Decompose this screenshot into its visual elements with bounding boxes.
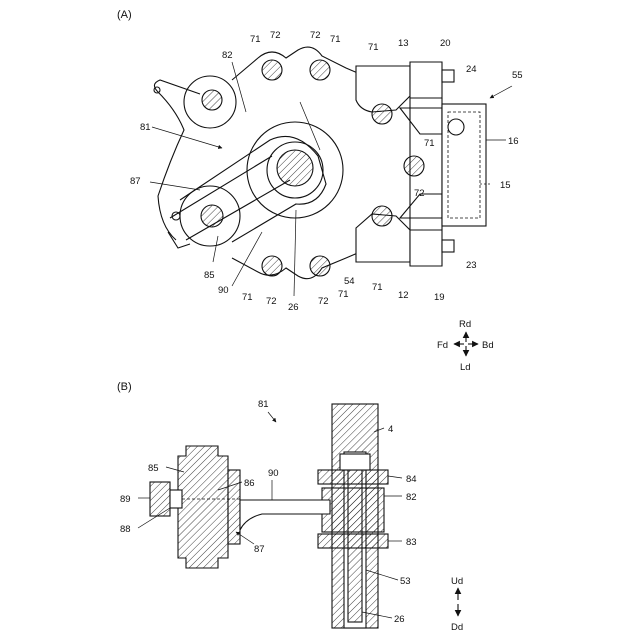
label-89: 89 [120,494,131,505]
compass-down: Dd [451,622,463,633]
label-71: 71 [338,289,349,300]
label-72: 72 [310,30,321,41]
label-72: 72 [318,296,329,307]
label-53: 53 [400,576,411,587]
label-23: 23 [466,260,477,271]
label-15: 15 [500,180,511,191]
arm-90 [240,500,330,530]
label-19: 19 [434,292,445,303]
label-16: 16 [508,136,519,147]
label-71: 71 [368,42,379,53]
panel-a: (A) [117,9,523,373]
unit-16 [442,104,486,226]
label-72: 72 [266,296,277,307]
label-13: 13 [398,38,409,49]
label-71: 71 [250,34,261,45]
label-71: 71 [424,138,435,149]
center-shaft [277,150,313,186]
label-82: 82 [222,50,233,61]
collar-83 [318,534,388,548]
roller [262,60,282,80]
label-87: 87 [130,176,141,187]
label-20: 20 [440,38,451,49]
label-54: 54 [344,276,355,287]
compass-up: Ud [451,576,463,587]
compass-right: Bd [482,340,494,351]
label-12: 12 [398,290,409,301]
compass-down: Ld [460,362,471,373]
label-71: 71 [372,282,383,293]
bolt-24 [442,70,454,82]
lever-pivot [154,87,160,93]
roller [262,256,282,276]
label-87: 87 [254,544,265,555]
label-85: 85 [148,463,159,474]
label-71: 71 [242,292,253,303]
compass-b: Ud Dd [451,576,463,633]
roller [310,256,330,276]
label-90: 90 [218,285,229,296]
upper-pulley-shaft [202,90,222,110]
label-84: 84 [406,474,417,485]
screw-88 [170,490,182,508]
roller [372,206,392,226]
label-82: 82 [406,492,417,503]
bolt-head [340,454,370,470]
roller [310,60,330,80]
compass-up: Rd [459,319,471,330]
spring-89 [150,482,170,516]
label-72: 72 [270,30,281,41]
label-71: 71 [330,34,341,45]
lower-pulley-shaft [201,205,223,227]
label-88: 88 [120,524,131,535]
label-83: 83 [406,537,417,548]
label-26: 26 [394,614,405,625]
roller [372,104,392,124]
roller-85 [178,446,228,568]
label-55: 55 [512,70,523,81]
label-86: 86 [244,478,255,489]
bearing-82 [322,488,384,532]
label-72: 72 [414,188,425,199]
label-4: 4 [388,424,393,435]
panel-a-label: (A) [117,9,132,21]
panel-b-label: (B) [117,381,132,393]
label-85: 85 [204,270,215,281]
compass-a: Rd Fd Bd Ld [437,319,494,373]
roller [404,156,424,176]
label-90: 90 [268,468,279,479]
label-24: 24 [466,64,477,75]
compass-left: Fd [437,340,448,351]
label-81: 81 [258,399,269,410]
collar-84 [318,470,388,484]
label-26: 26 [288,302,299,313]
label-81: 81 [140,122,151,133]
bolt-23 [442,240,454,252]
panel-b: (B) [117,381,463,633]
roller-flange [228,470,240,544]
